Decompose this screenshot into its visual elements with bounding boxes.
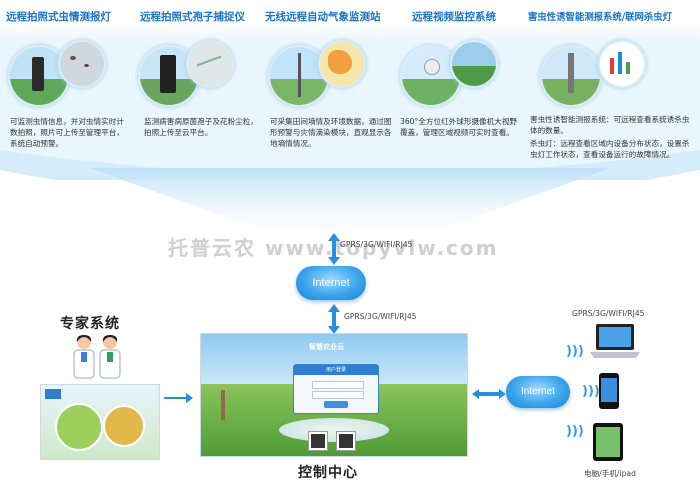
internet-cloud-right: Internet (506, 376, 570, 408)
spore-sample-photo (186, 40, 234, 88)
wifi-signal-icon-1: ))) (566, 344, 584, 359)
expert-system-screenshot (40, 384, 160, 460)
funnel-graphic (90, 168, 610, 248)
tablet-icon (593, 423, 623, 461)
expert-system-title: 专家系统 (60, 316, 120, 332)
qr-code-2 (337, 432, 355, 450)
login-username-input[interactable] (312, 381, 364, 389)
cloud-logo-text: 智慧农业云 (309, 343, 344, 351)
protocol-label-right: GPRS/3G/WIFI/RJ45 (572, 309, 645, 318)
device-title-pest-lamp: 远程拍照式虫情测报灯 (6, 11, 111, 23)
center-to-internet-arrow (472, 389, 506, 399)
login-password-input[interactable] (312, 391, 364, 399)
internet-cloud-center: Internet (296, 266, 366, 300)
updown-arrow-top (328, 233, 340, 265)
expert-to-center-arrow (164, 397, 188, 399)
expert-doctors-illustration (73, 335, 121, 379)
login-submit-button[interactable] (324, 401, 348, 408)
video-camera-photo (400, 45, 462, 107)
device-desc-killer-lamp: 杀虫灯：远程查看区域内设备分布状态，设置杀虫灯工作状态，查看设备运行的故障情况。 (530, 139, 690, 159)
pest-trap-photo (540, 45, 602, 107)
device-desc-spore-trap: 监测病害病原菌孢子及花粉尘粒，拍照上传至云平台。 (144, 117, 258, 137)
device-desc-video-monitor: 360°全方位红外球形摄像机大视野覆盖，管理区域视频可实时查看。 (400, 117, 518, 137)
protocol-label-mid: GPRS/3G/WIFI/RJ45 (344, 312, 417, 321)
wifi-signal-icon-2: ))) (582, 384, 600, 399)
device-desc-weather-station: 可采集田间墒情及环境数据，通过图形预警与灾情滴染模块，直观显示各地墒情情况。 (270, 117, 392, 148)
windmill-tower (221, 390, 225, 420)
expert-to-center-arrowhead (186, 393, 193, 403)
pest-sample-photo (58, 40, 106, 88)
laptop-icon (590, 324, 640, 358)
control-center-title: 控制中心 (298, 465, 358, 481)
login-panel: 用户登录 (293, 364, 379, 414)
platform-base (279, 418, 389, 442)
device-desc-pest-trap-system: 害虫性诱智能测报系统：可远程查看系统诱杀虫体的数量。 (530, 115, 690, 135)
qr-code-1 (309, 432, 327, 450)
weather-map-photo (318, 40, 366, 88)
pest-trap-chart-photo (598, 40, 646, 88)
protocol-label-top: GPRS/3G/WIFI/RJ45 (340, 240, 413, 249)
device-title-video-monitor: 远程视频监控系统 (412, 11, 496, 23)
updown-arrow-mid (328, 304, 340, 334)
control-center-screen: 智慧农业云 用户登录 (200, 333, 468, 457)
device-title-weather-station: 无线远程自动气象监测站 (265, 11, 381, 23)
device-desc-pest-lamp: 可监测虫情信息，并对虫情实时计数拍照，照片可上传至管理平台，系统自动预警。 (10, 117, 124, 148)
device-title-spore-trap: 远程拍照式孢子捕捉仪 (140, 11, 245, 23)
terminals-label: 电脑/手机/ipad (584, 469, 636, 478)
phone-icon (599, 373, 619, 409)
device-title-pest-trap-system: 害虫性诱智能测报系统/联网杀虫灯 (528, 12, 673, 23)
field-video-photo (450, 40, 498, 88)
wifi-signal-icon-3: ))) (566, 424, 584, 439)
login-panel-title: 用户登录 (294, 365, 378, 375)
